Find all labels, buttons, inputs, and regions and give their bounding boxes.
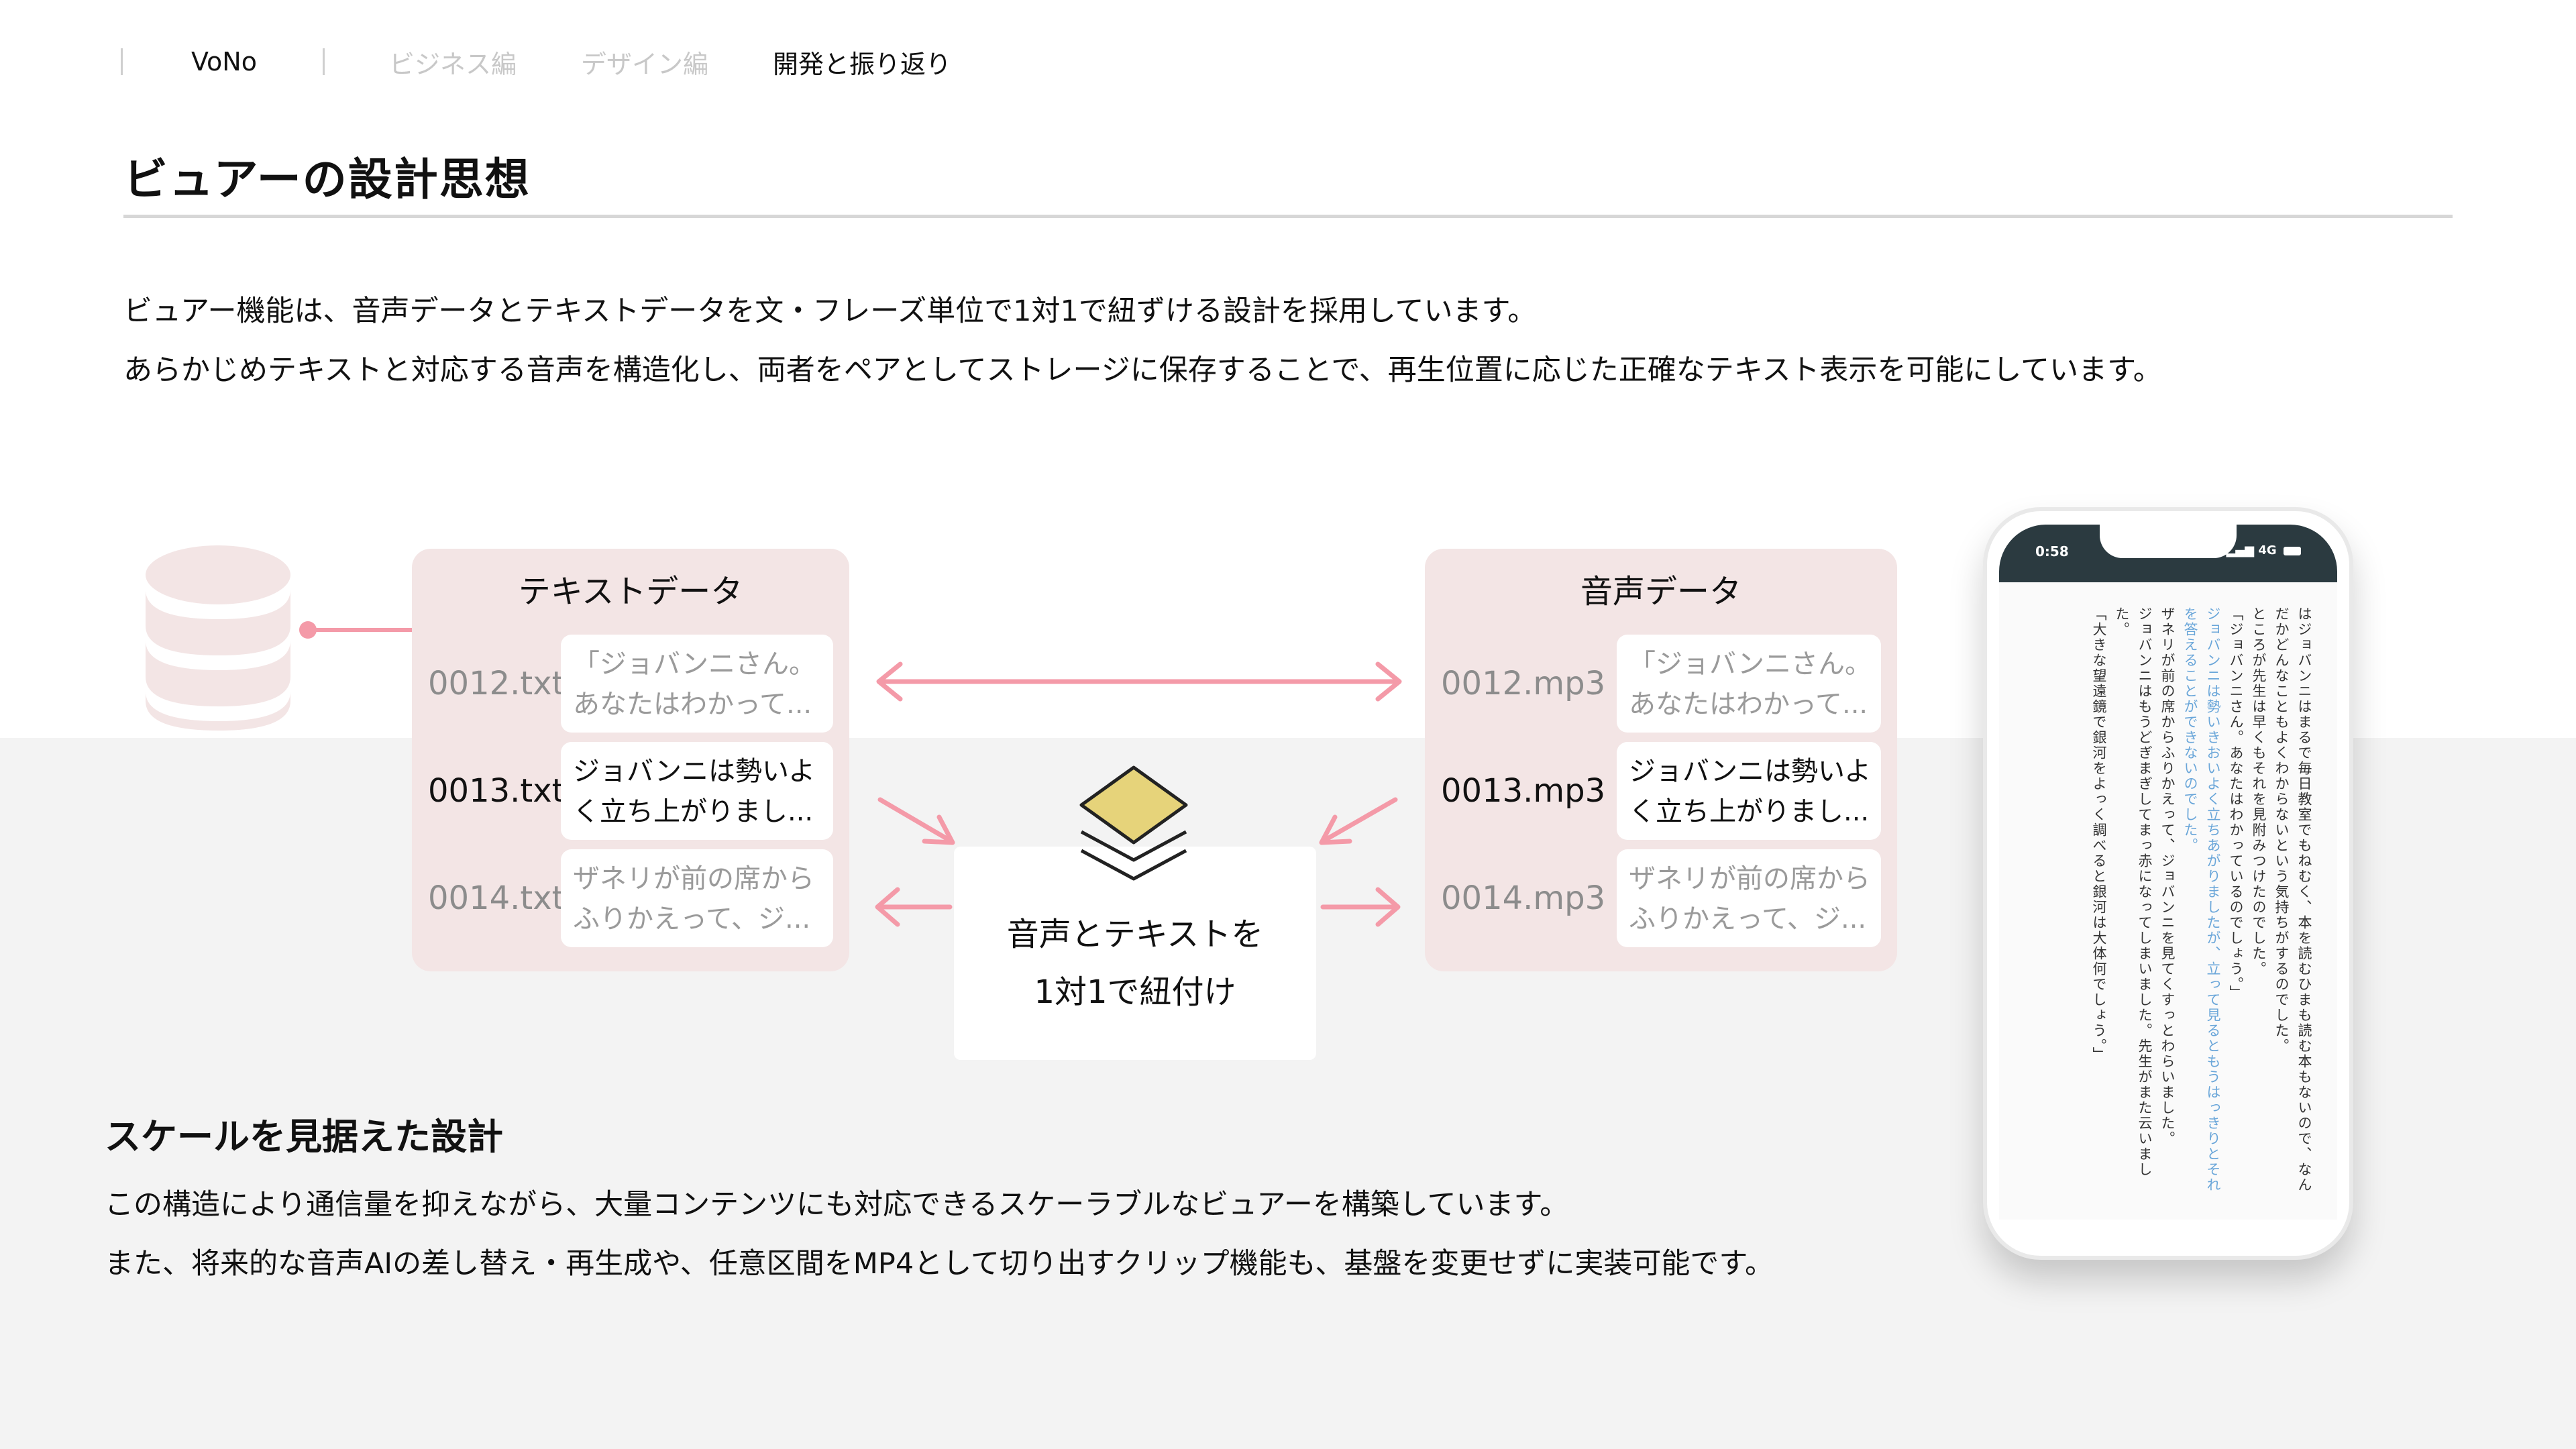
double-arrow-text-audio <box>876 661 1402 702</box>
db-connector-line <box>307 628 415 632</box>
snippet-line: 「ジョバンニさん。 <box>573 649 816 680</box>
viewer-screen[interactable]: はジョバンニはまるで毎日教室でもねむく、本を読むひまも読む本もないので、なんだか… <box>1999 582 2337 1220</box>
nav-separator <box>322 48 325 75</box>
snippet-line: く立ち上がりまし... <box>1629 796 1869 827</box>
signal-icon: ▂▄▆ <box>2226 543 2255 557</box>
text-file-name: 0014.txt <box>428 879 565 917</box>
scale-paragraph: この構造により通信量を抑えながら、大量コンテンツにも対応できるスケーラブルなビュ… <box>105 1175 1774 1293</box>
title-divider <box>123 215 2453 218</box>
audio-data-panel: 音声データ 0012.mp3 「ジョバンニさん。 あなたはわかって... 001… <box>1425 549 1897 971</box>
nav-tab-business[interactable]: ビジネス編 <box>388 49 517 79</box>
phone-notch <box>2100 525 2237 558</box>
audio-snippet-card: ザネリが前の席から ふりかえって、ジ... <box>1617 849 1881 947</box>
text-panel-title: テキストデータ <box>518 573 743 610</box>
scale-section-title: スケールを見据えた設計 <box>105 1116 503 1158</box>
intro-line: ビュアー機能は、音声データとテキストデータを文・フレーズ単位で1対1で紐ずける設… <box>123 294 1537 328</box>
layers-icon <box>1079 765 1188 881</box>
audio-row: 0012.mp3 「ジョバンニさん。 あなたはわかって... <box>1441 635 1881 733</box>
audio-file-name: 0014.mp3 <box>1441 879 1606 917</box>
phone-status-bar: 0:58 ▂▄▆ 4G <box>1999 525 2337 582</box>
nav-tab-design[interactable]: デザイン編 <box>580 49 708 79</box>
text-file-name: 0012.txt <box>428 665 565 702</box>
network-label: 4G <box>2258 543 2277 557</box>
arrow-text-to-center <box>877 797 955 845</box>
arrow-audio-to-center <box>1319 797 1398 845</box>
pairing-label-line: 音声とテキストを <box>1006 916 1264 953</box>
vertical-reading-text: はジョバンニはまるで毎日教室でもねむく、本を読むひまも読む本もないので、なんだか… <box>2088 606 2316 1197</box>
snippet-line: ジョバンニは勢いよ <box>1629 756 1869 787</box>
audio-file-name: 0013.mp3 <box>1441 772 1606 810</box>
snippet-line: ジョバンニは勢いよ <box>573 756 816 787</box>
audio-row-active: 0013.mp3 ジョバンニは勢いよ く立ち上がりまし... <box>1441 742 1881 840</box>
reading-paragraph: 「大きな望遠鏡で銀河をよっく調べると銀河は大体何でしょう。」 <box>2091 606 2107 1063</box>
snippet-line: ふりかえって、ジ... <box>1629 904 1867 934</box>
snippet-line: あなたはわかって... <box>573 689 812 720</box>
reading-paragraph: ザネリが前の席からふりかえって、ジョバンニを見てくすっとわらいました。 <box>2159 606 2176 1146</box>
text-row: 0014.txt ザネリが前の席から ふりかえって、ジ... <box>428 849 833 947</box>
text-snippet-card: 「ジョバンニさん。 あなたはわかって... <box>561 635 833 733</box>
text-snippet-card: ジョバンニは勢いよ く立ち上がりまし... <box>561 742 833 840</box>
text-row: 0012.txt 「ジョバンニさん。 あなたはわかって... <box>428 635 833 733</box>
snippet-line: ザネリが前の席から <box>573 863 814 894</box>
battery-icon <box>2284 546 2301 555</box>
intro-paragraph: ビュアー機能は、音声データとテキストデータを文・フレーズ単位で1対1で紐ずける設… <box>123 282 2162 400</box>
scale-line: この構造により通信量を抑えながら、大量コンテンツにも対応できるスケーラブルなビュ… <box>105 1188 1569 1222</box>
nav-tab-development[interactable]: 開発と振り返り <box>773 49 952 79</box>
snippet-line: く立ち上がりまし... <box>573 796 814 827</box>
text-snippet-card: ザネリが前の席から ふりかえって、ジ... <box>561 849 833 947</box>
db-connector-dot <box>299 621 317 639</box>
snippet-line: 「ジョバンニさん。 <box>1629 649 1869 680</box>
pairing-label: 音声とテキストを 1対1で紐付け <box>954 906 1316 1021</box>
text-file-name: 0013.txt <box>428 772 565 810</box>
intro-line: あらかじめテキストと対応する音声を構造化し、両者をペアとしてストレージに保存する… <box>123 354 2162 387</box>
scale-line: また、将来的な音声AIの差し替え・再生成や、任意区間をMP4として切り出すクリッ… <box>105 1247 1774 1281</box>
nav-brand-link[interactable]: VoNo <box>191 47 257 76</box>
snippet-line: ザネリが前の席から <box>1629 863 1869 894</box>
audio-file-name: 0012.mp3 <box>1441 665 1606 702</box>
snippet-line: ふりかえって、ジ... <box>573 904 811 934</box>
audio-snippet-card: ジョバンニは勢いよ く立ち上がりまし... <box>1617 742 1881 840</box>
reading-paragraph: ところが先生は早くもそれを見附みつけたのでした。 <box>2251 606 2267 977</box>
nav-separator <box>121 48 123 75</box>
text-data-panel: テキストデータ 0012.txt 「ジョバンニさん。 あなたはわかって... 0… <box>412 549 849 971</box>
database-icon <box>146 545 290 731</box>
phone-mockup: 0:58 ▂▄▆ 4G はジョバンニはまるで毎日教室でもねむく、本を読むひまも読… <box>1983 507 2353 1260</box>
reading-paragraph: 「ジョバンニさん。あなたはわかっているのでしょう。」 <box>2228 606 2244 1001</box>
audio-panel-title: 音声データ <box>1580 573 1741 610</box>
arrow-center-to-text <box>875 887 953 927</box>
reading-paragraph: はジョバンニはまるで毎日教室でもねむく、本を読むひまも読む本もないので、なんだか… <box>2273 606 2312 1193</box>
text-row-active: 0013.txt ジョバンニは勢いよ く立ち上がりまし... <box>428 742 833 840</box>
reading-paragraph-highlighted: ジョバンニは勢いきおいよく立ちあがりましたが、立って見るともうはっきりとそれを答… <box>2182 606 2221 1193</box>
reading-paragraph: ジョバンニはもうどぎまぎしてまっ赤になってしまいました。先生がまた云いました。 <box>2114 606 2153 1177</box>
audio-snippet-card: 「ジョバンニさん。 あなたはわかって... <box>1617 635 1881 733</box>
pairing-box: 音声とテキストを 1対1で紐付け <box>954 847 1316 1060</box>
top-nav: VoNo ビジネス編 デザイン編 開発と振り返り <box>121 42 951 82</box>
arrow-center-to-audio <box>1320 887 1401 927</box>
pairing-label-line: 1対1で紐付け <box>1034 973 1236 1011</box>
status-network: ▂▄▆ 4G <box>2226 543 2301 557</box>
snippet-line: あなたはわかって... <box>1629 689 1868 720</box>
status-time: 0:58 <box>2035 543 2069 559</box>
page-title: ビュアーの設計思想 <box>123 154 531 205</box>
audio-row: 0014.mp3 ザネリが前の席から ふりかえって、ジ... <box>1441 849 1881 947</box>
